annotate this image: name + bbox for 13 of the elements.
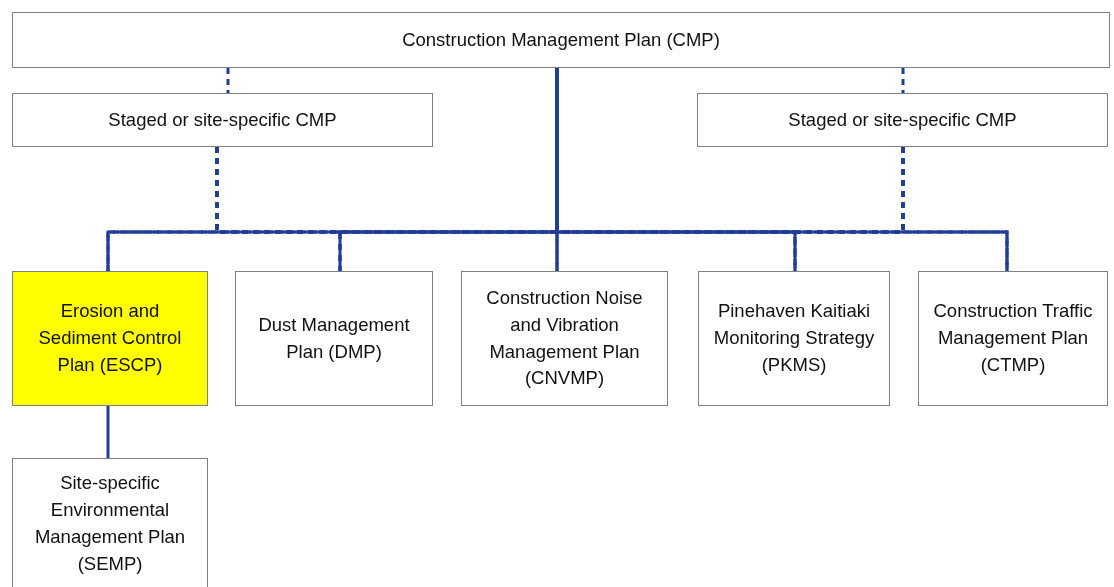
connector-line: [106, 406, 110, 458]
dashed-connector: [901, 68, 905, 93]
plan-box: Pinehaven Kaitiaki Monitoring Strategy (PKMS): [698, 271, 890, 406]
plan-box: Staged or site-specific CMP: [12, 93, 433, 147]
plan-box: Construction Management Plan (CMP): [12, 12, 1110, 68]
plan-box: Dust Management Plan (DMP): [235, 271, 433, 406]
plan-box: Erosion and Sediment Control Plan (ESCP): [12, 271, 208, 406]
plan-box: Construction Traffic Management Plan (CTMP): [918, 271, 1108, 406]
dashed-connector: [226, 68, 230, 93]
plan-box: Staged or site-specific CMP: [697, 93, 1108, 147]
plan-box: Construction Noise and Vibration Management Plan (CNVMP): [461, 271, 668, 406]
connector-line: [555, 68, 1009, 271]
plan-box: Site-specific Environmental Management Plan (SEMP): [12, 458, 208, 587]
